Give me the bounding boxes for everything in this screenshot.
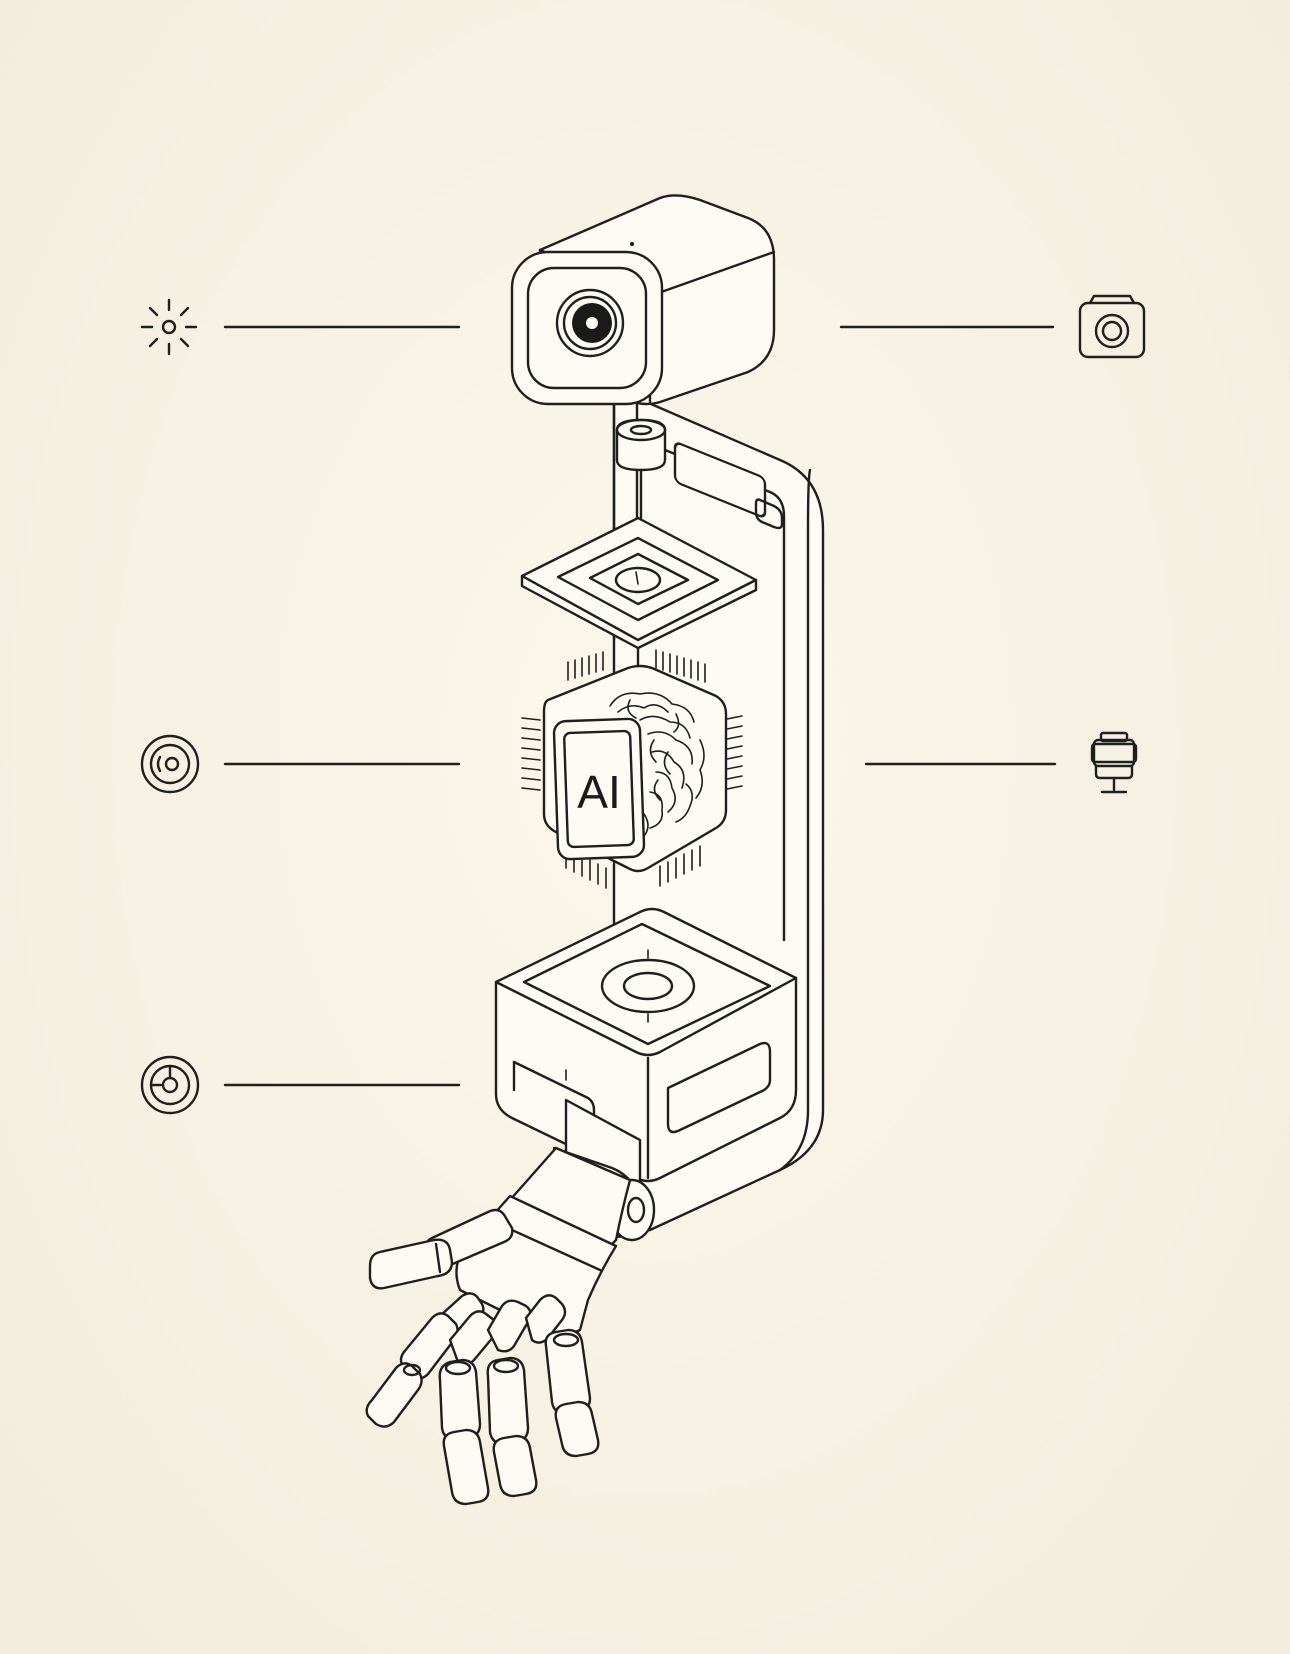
robotic-hand [365,1146,632,1506]
camera-module [510,194,776,406]
sun-sensor-icon [140,298,198,356]
robot-head-icon [1090,731,1138,794]
camera-icon [1078,294,1146,359]
chip-label: AI [577,766,620,818]
camera-connector [612,386,667,642]
processor-plate [520,516,758,674]
target-icon [140,1055,200,1115]
ai-chip: AI [521,649,743,889]
eye-vision-icon [140,734,200,794]
